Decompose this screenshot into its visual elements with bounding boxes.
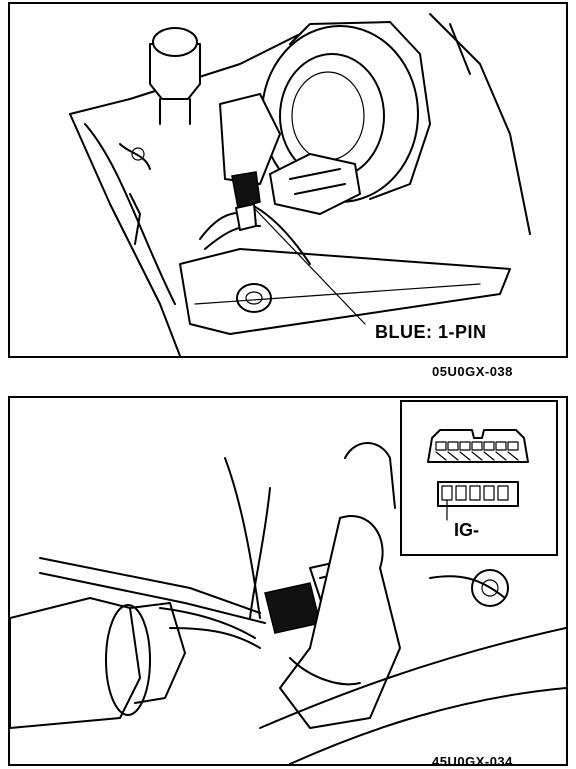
terminal-layout-diagram — [427, 429, 529, 521]
connector-callout-label: BLUE: 1-PIN — [375, 322, 487, 342]
connector-terminal-inset: IG- — [400, 400, 558, 556]
harness-connector-illustration — [10, 442, 566, 764]
ig-terminal-label: IG- — [454, 520, 479, 540]
figure-reference-code: 05U0GX-038 — [432, 364, 513, 379]
figure-headlight-connector: BLUE: 1-PIN — [8, 2, 568, 358]
headlight-housing-illustration — [69, 13, 531, 356]
figure-reference-code: 45U0GX-034 — [432, 754, 513, 769]
figure-ig-terminal: IG- — [8, 396, 568, 766]
